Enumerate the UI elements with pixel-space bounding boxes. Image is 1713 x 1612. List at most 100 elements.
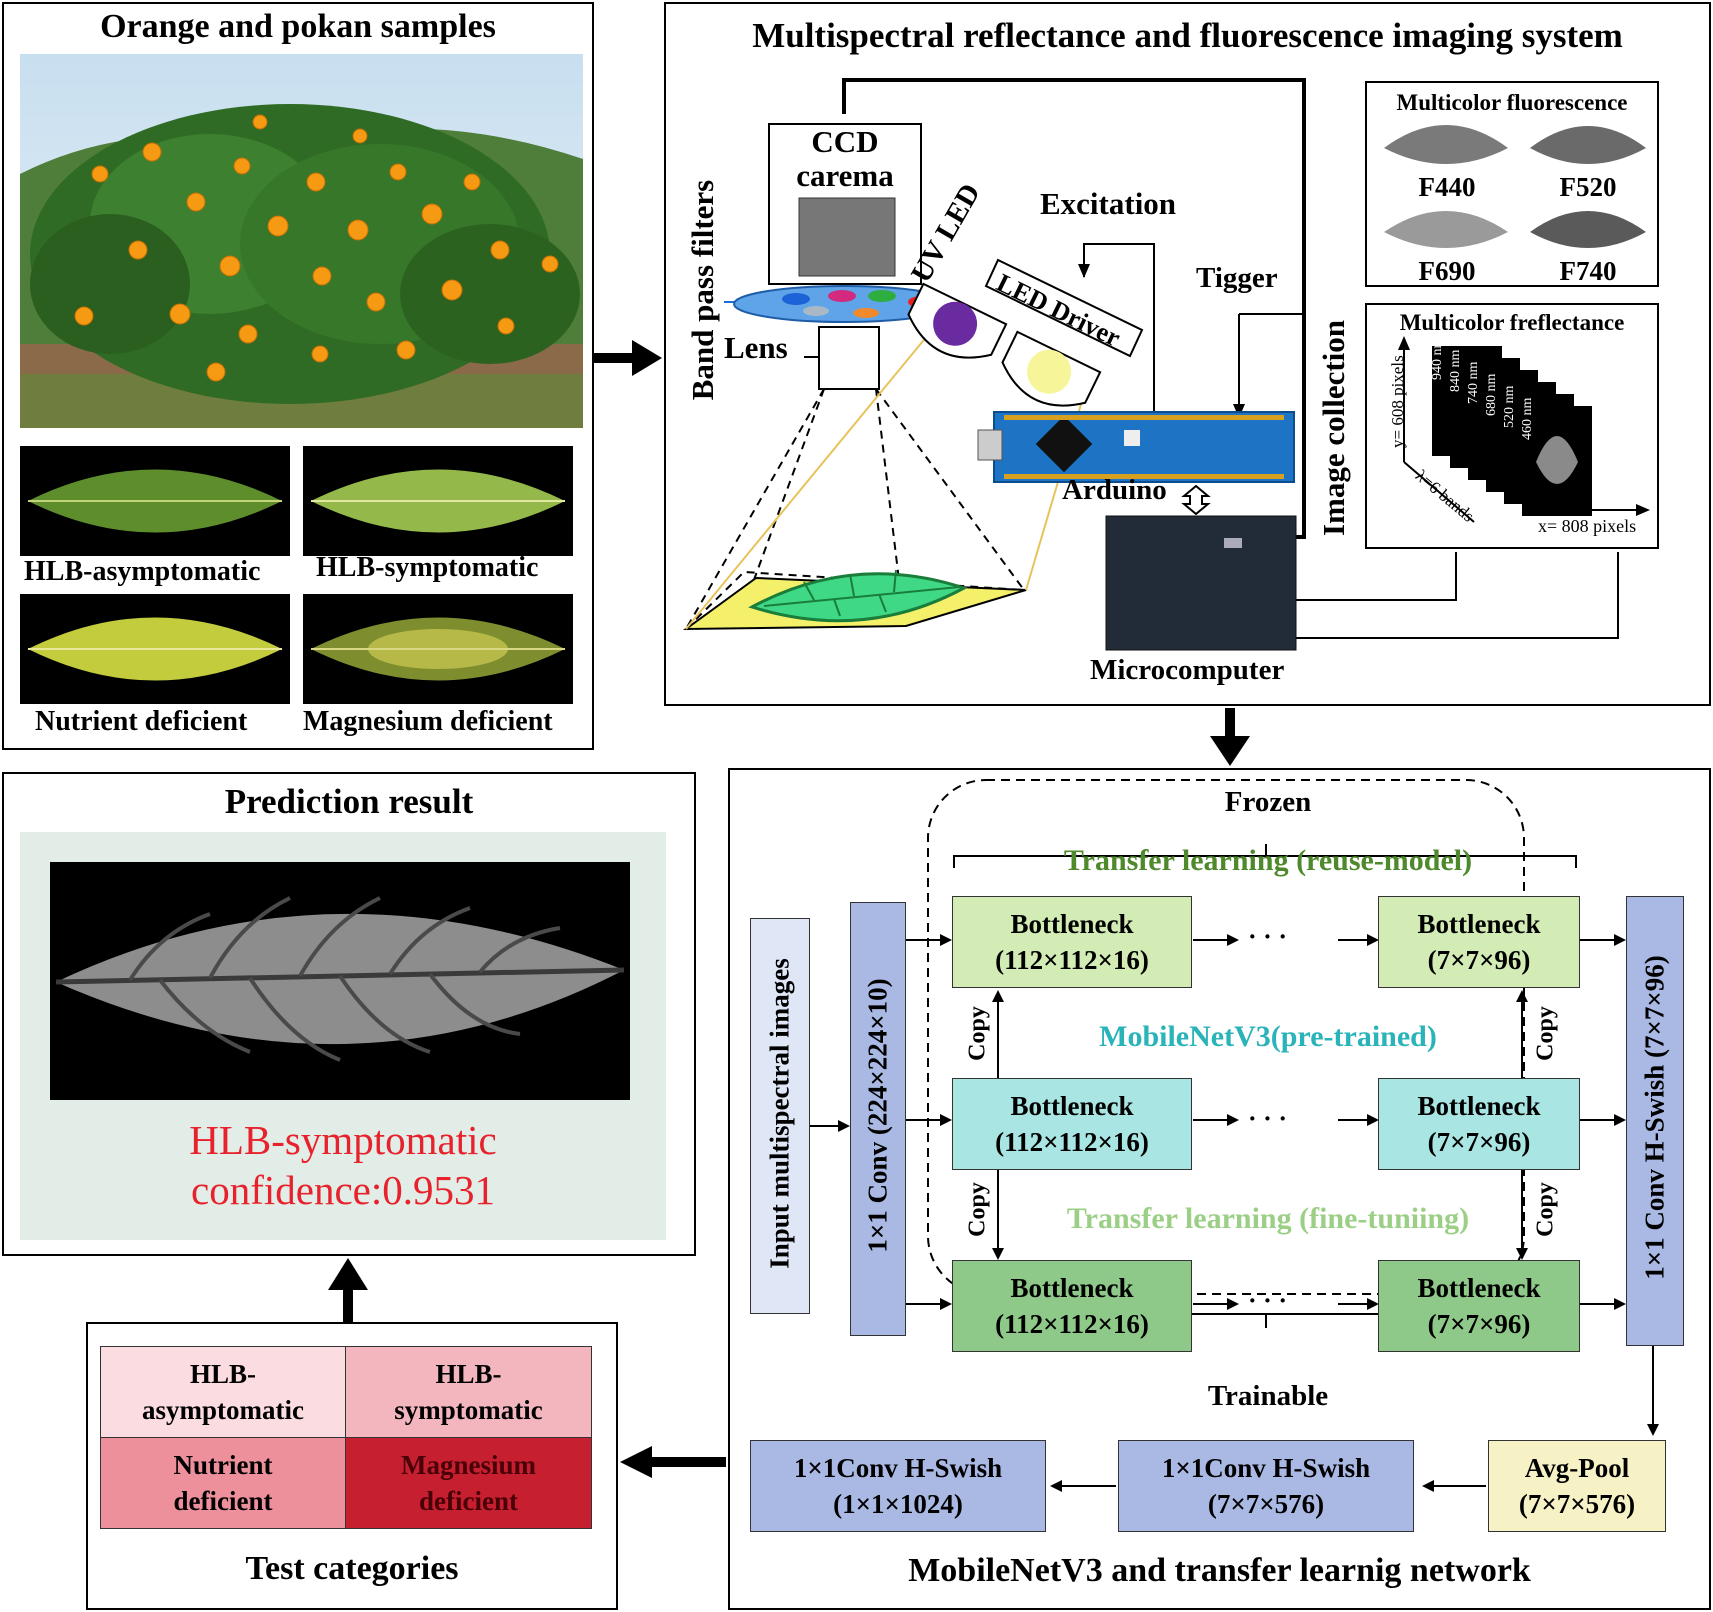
arrow-imaging-to-network	[1210, 708, 1250, 766]
trigger-label: Tigger	[1196, 262, 1278, 294]
bottleneck-reuse-last-shape: (7×7×96)	[1427, 945, 1531, 975]
excitation-label: Excitation	[1040, 186, 1177, 221]
ccd-label-line1: CCD	[811, 124, 879, 159]
leaf-sample-magnesium-deficient	[303, 594, 573, 704]
conv1024-box: 1×1Conv H-Swish (1×1×1024)	[750, 1440, 1046, 1532]
refl-band-840: 840 nm	[1448, 349, 1463, 392]
bottleneck-finetune-first-label: Bottleneck	[1010, 1273, 1134, 1303]
bottleneck-reuse-first-label: Bottleneck	[1010, 909, 1134, 939]
frozen-label: Frozen	[1224, 786, 1312, 818]
conv-in-label: 1×1 Conv (224×224×10)	[862, 978, 893, 1253]
reuse-label: Transfer learning (reuse-model)	[1063, 844, 1473, 877]
ccd-label-line2: carema	[796, 158, 894, 193]
conv1024-shape: (1×1×1024)	[833, 1489, 963, 1519]
category-hlb-asymptomatic: HLB- asymptomatic	[100, 1346, 346, 1438]
image-collection-label: Image collection	[1316, 319, 1351, 537]
leaf-sample-hlb-asymptomatic	[20, 446, 290, 556]
refl-band-740: 740 nm	[1466, 361, 1481, 404]
bottleneck-pretrained-last-label: Bottleneck	[1417, 1091, 1541, 1121]
fluor-band-f440: F440	[1418, 172, 1476, 202]
finetune-label: Transfer learning (fine-tuniing)	[1066, 1202, 1470, 1235]
trainable-label: Trainable	[1207, 1380, 1329, 1412]
imaging-title: Multispectral reflectance and fluorescen…	[752, 16, 1623, 55]
category-hlb-symptomatic-line1: HLB-	[435, 1359, 502, 1389]
bottleneck-finetune-first: Bottleneck (112×112×16)	[952, 1260, 1192, 1352]
bottleneck-finetune-first-shape: (112×112×16)	[995, 1309, 1149, 1339]
bottleneck-finetune-last-label: Bottleneck	[1417, 1273, 1541, 1303]
category-magnesium-deficient-line1: Magnesium	[401, 1450, 536, 1480]
x-axis-label: x= 808 pixels	[1538, 516, 1637, 536]
imaging-diagram	[682, 78, 1659, 651]
fluor-band-f690: F690	[1418, 256, 1476, 286]
refl-band-520: 520 nm	[1502, 385, 1517, 428]
bottleneck-pretrained-last: Bottleneck (7×7×96)	[1378, 1078, 1580, 1170]
arrow-network-to-categories	[620, 1446, 726, 1478]
category-hlb-asymptomatic-line2: asymptomatic	[142, 1395, 304, 1425]
bottleneck-finetune-last: Bottleneck (7×7×96)	[1378, 1260, 1580, 1352]
prediction-confidence: confidence:0.9531	[191, 1167, 495, 1213]
category-magnesium-deficient-line2: deficient	[419, 1486, 518, 1516]
category-hlb-symptomatic-line2: symptomatic	[394, 1395, 543, 1425]
leaf-label-magnesium-deficient: Magnesium deficient	[303, 706, 553, 737]
reflectance-title: Multicolor freflectance	[1399, 310, 1625, 335]
copy-label-right-top: Copy	[1532, 1006, 1559, 1061]
prediction-title: Prediction result	[224, 782, 474, 821]
copy-label-left-bottom: Copy	[964, 1182, 991, 1237]
leaf-sample-nutrient-deficient	[20, 594, 290, 704]
bottleneck-reuse-first: Bottleneck (112×112×16)	[952, 896, 1192, 988]
bottleneck-reuse-last-label: Bottleneck	[1417, 909, 1541, 939]
y-axis-label: y= 608 pixels	[1388, 355, 1407, 448]
refl-band-940: 940 nm	[1430, 337, 1445, 380]
avgpool-shape: (7×7×576)	[1518, 1489, 1636, 1519]
leaf-label-hlb-asymptomatic: HLB-asymptomatic	[24, 556, 261, 587]
bottleneck-pretrained-last-shape: (7×7×96)	[1427, 1127, 1531, 1157]
conv576-box: 1×1Conv H-Swish (7×7×576)	[1118, 1440, 1414, 1532]
leaf-label-hlb-symptomatic: HLB-symptomatic	[316, 552, 539, 583]
category-magnesium-deficient: Magnesium deficient	[345, 1437, 592, 1529]
copy-label-right-bottom: Copy	[1532, 1182, 1559, 1237]
bottleneck-reuse-first-shape: (112×112×16)	[995, 945, 1149, 975]
bottleneck-reuse-last: Bottleneck (7×7×96)	[1378, 896, 1580, 988]
category-hlb-asymptomatic-line1: HLB-	[189, 1359, 256, 1389]
pretrained-label: MobileNetV3(pre-trained)	[1099, 1020, 1437, 1053]
category-nutrient-deficient-line1: Nutrient	[173, 1450, 273, 1480]
input-images-label: Input multispectral images	[764, 958, 795, 1269]
conv-in-box	[850, 902, 906, 1336]
conv1024-label: 1×1Conv H-Swish	[793, 1453, 1003, 1483]
bottleneck-finetune-last-shape: (7×7×96)	[1427, 1309, 1531, 1339]
dots-row3: · · ·	[1248, 1286, 1288, 1315]
input-images-box	[750, 918, 810, 1314]
conv-out-box	[1626, 896, 1684, 1346]
fluorescence-title: Multicolor fluorescence	[1396, 90, 1628, 115]
avgpool-box: Avg-Pool (7×7×576)	[1488, 1440, 1666, 1532]
conv-out-label: 1×1 Conv H-Swish (7×7×96)	[1639, 955, 1670, 1280]
categories-title: Test categories	[245, 1550, 459, 1587]
fluor-band-f740: F740	[1559, 256, 1617, 286]
refl-band-680: 680 nm	[1484, 373, 1499, 416]
band-pass-label: Band pass filters	[685, 179, 720, 401]
conv576-shape: (7×7×576)	[1207, 1489, 1325, 1519]
leaf-sample-hlb-symptomatic	[303, 446, 573, 556]
category-nutrient-deficient-line2: deficient	[173, 1486, 273, 1516]
dots-row2: · · ·	[1248, 1104, 1288, 1133]
category-nutrient-deficient: Nutrient deficient	[100, 1437, 346, 1529]
prediction-class-label: HLB-symptomatic	[189, 1117, 497, 1163]
arduino-label: Arduino	[1062, 474, 1167, 506]
copy-label-left-top: Copy	[964, 1006, 991, 1061]
dots-row1: · · ·	[1248, 922, 1288, 951]
bottleneck-pretrained-first: Bottleneck (112×112×16)	[952, 1078, 1192, 1170]
lens-label: Lens	[724, 330, 788, 365]
orange-tree-photo	[20, 54, 583, 428]
conv576-label: 1×1Conv H-Swish	[1161, 1453, 1371, 1483]
category-hlb-symptomatic: HLB- symptomatic	[345, 1346, 592, 1438]
bottleneck-pretrained-first-shape: (112×112×16)	[995, 1127, 1149, 1157]
bottleneck-pretrained-first-label: Bottleneck	[1010, 1091, 1134, 1121]
refl-band-460: 460 nm	[1520, 397, 1535, 440]
prediction-leaf-image	[50, 862, 630, 1100]
samples-title: Orange and pokan samples	[100, 8, 496, 45]
avgpool-label: Avg-Pool	[1524, 1453, 1630, 1483]
microcomputer-label: Microcomputer	[1090, 654, 1285, 686]
arrow-categories-to-prediction	[328, 1258, 368, 1322]
fluor-band-f520: F520	[1559, 172, 1617, 202]
arrow-samples-to-imaging	[594, 340, 662, 376]
